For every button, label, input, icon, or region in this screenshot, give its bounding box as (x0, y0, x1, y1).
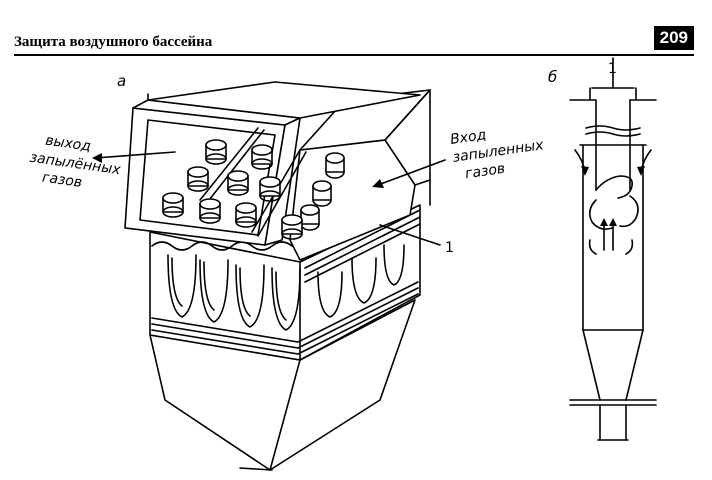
inlet-label-line1: Вход (449, 127, 487, 148)
part-a-label: а (117, 72, 126, 90)
cyclone-element-section (569, 57, 657, 441)
outlet-label-line1: выход (44, 133, 92, 155)
header-rule (14, 54, 694, 56)
outlet-label-line3: газов (41, 170, 83, 191)
callout-number-a: 1 (445, 240, 454, 256)
callout-leader-a (379, 224, 441, 246)
page-header: Защита воздушного бассейна 209 (14, 22, 694, 56)
running-title: Защита воздушного бассейна (14, 34, 213, 50)
callout-number-b: 1 (608, 61, 617, 77)
page-number: 209 (653, 26, 694, 50)
outlet-arrow (92, 151, 176, 163)
inlet-arrow (372, 159, 446, 188)
cyclone-caps-outlet (162, 139, 303, 240)
part-b-label: б (548, 68, 557, 86)
cyclone-elements (167, 244, 405, 331)
cyclone-caps-rear (300, 152, 345, 231)
battery-cyclone-drawing (92, 81, 446, 471)
inlet-label-line3: газов (464, 161, 506, 182)
